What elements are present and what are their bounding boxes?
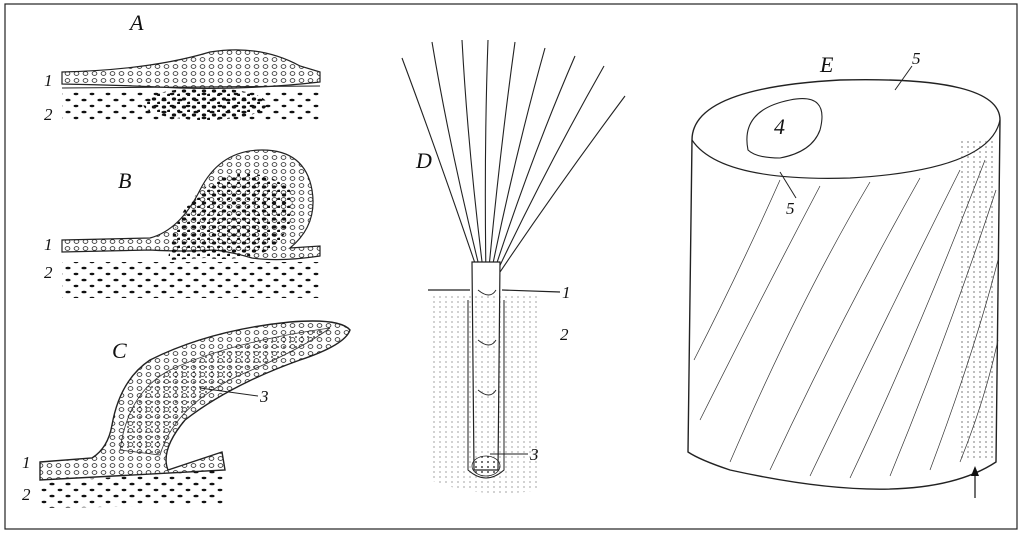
panel-b-label-2: 2 — [44, 263, 53, 282]
panel-a-letter: A — [128, 10, 144, 35]
panel-a-label-2: 2 — [44, 105, 53, 124]
panel-c-label-1: 1 — [22, 453, 31, 472]
panel-b-dermis — [62, 262, 320, 298]
panel-e-cortex-shading — [960, 140, 996, 460]
panel-c-label-2: 2 — [22, 485, 31, 504]
panel-e-cylinder — [688, 80, 1000, 490]
panel-a-label-1: 1 — [44, 71, 53, 90]
panel-e-label-5-top: 5 — [912, 49, 921, 68]
panel-c-letter: C — [112, 338, 127, 363]
panel-d-label-1: 1 — [562, 283, 571, 302]
panel-d-label-3: 3 — [529, 445, 539, 464]
panel-b-letter: B — [118, 168, 131, 193]
panel-d-label-2: 2 — [560, 325, 569, 344]
panel-d-letter: D — [415, 148, 432, 173]
panel-c-label-3: 3 — [259, 387, 269, 406]
panel-a-condensation — [143, 88, 267, 120]
panel-d-papilla — [472, 456, 500, 476]
panel-e-label-4: 4 — [774, 114, 785, 139]
panel-e-letter: E — [819, 52, 834, 77]
panel-b-label-1: 1 — [44, 235, 53, 254]
panel-e: E 4 5 5 — [688, 49, 1000, 498]
panel-e-label-5-bottom: 5 — [786, 199, 795, 218]
